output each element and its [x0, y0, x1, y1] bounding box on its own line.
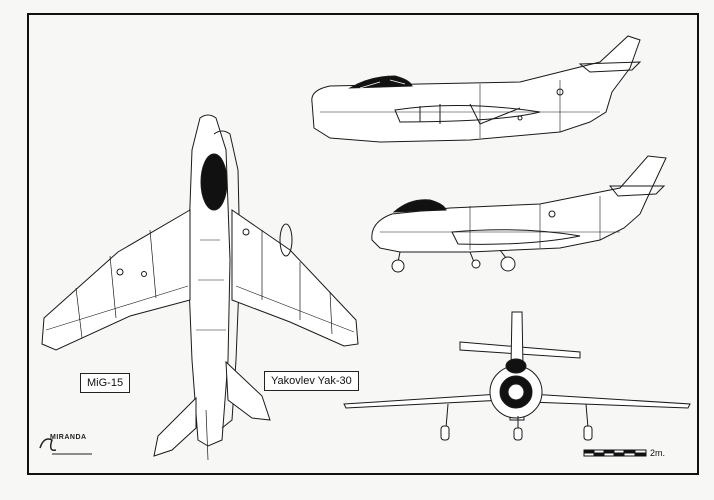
author-logo [39, 438, 92, 455]
plan-view [41, 114, 359, 461]
side-view-mig15 [311, 35, 642, 143]
mig15-label: MiG-15 [80, 373, 131, 393]
author-mark: MIRANDA [50, 434, 87, 441]
scale-unit-label: 2m. [650, 448, 666, 458]
drawing-frame [27, 13, 699, 475]
yak30-label: Yakovlev Yak-30 [264, 371, 359, 391]
front-view [343, 311, 691, 441]
scale-bar [583, 449, 647, 457]
side-view-yak30 [371, 155, 667, 273]
